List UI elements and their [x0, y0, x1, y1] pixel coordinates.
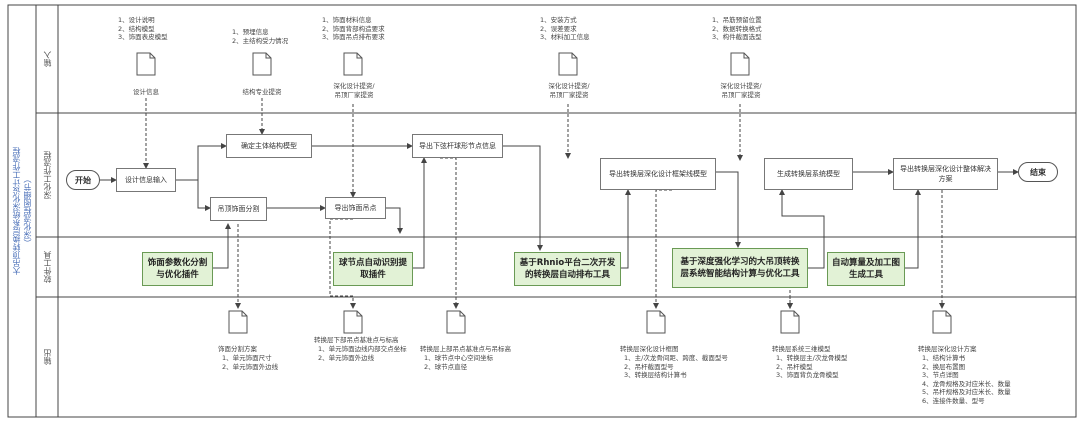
- document-icon: [343, 52, 363, 76]
- input-doc-1-caption: 设计信息: [133, 88, 159, 96]
- output-4-caption: 转换层深化设计框图: [620, 345, 679, 353]
- document-icon: [646, 310, 666, 334]
- input-doc-5-caption: 深化设计提资/ 吊顶厂家提资: [720, 82, 762, 99]
- output-4-items: 1、主/次龙骨间距、跨度、截面型号 2、吊杆截面型号 3、转换层结构计算书: [624, 354, 728, 379]
- output-1-caption: 饰面分割方案: [218, 345, 257, 353]
- input-doc-5-items: 1、吊筋预留位置 2、数据转换格式 3、构件截面选型: [712, 16, 762, 41]
- process-export-plan: 导出转换层深化设计整体解决方案: [893, 158, 998, 190]
- document-icon: [780, 310, 800, 334]
- process-export-nodes: 导出下弦杆球形节点信息: [412, 134, 503, 158]
- tool-drl-optimization-tool: 基于深度强化学习的大吊顶转换层系统智能结构计算与优化工具: [672, 248, 808, 288]
- document-icon: [136, 52, 156, 76]
- end-node: 结束: [1018, 162, 1058, 182]
- input-doc-4-items: 1、安装方式 2、误差要求 3、材料加工信息: [540, 16, 590, 41]
- document-icon: [558, 52, 578, 76]
- input-doc-4-caption: 深化设计提资/ 吊顶厂家提资: [548, 82, 590, 99]
- output-5-items: 1、转换层主/次龙骨模型 2、吊杆模型 3、饰面背负龙骨模型: [776, 354, 848, 379]
- input-doc-3-caption: 深化设计提资/ 吊顶厂家提资: [333, 82, 375, 99]
- document-icon: [343, 310, 363, 334]
- tool-surface-split-plugin: 饰面参数化分割与优化插件: [142, 252, 213, 286]
- output-6-caption: 转换层深化设计方案: [918, 345, 977, 353]
- input-doc-1-items: 1、设计说明 2、结构模型 3、饰面表皮模型: [118, 16, 168, 41]
- output-3-caption: 转换层上部吊点基准点与吊标高: [420, 345, 511, 353]
- document-icon: [446, 310, 466, 334]
- input-doc-3-items: 1、饰面材料信息 2、饰面背部构造要求 3、饰面吊点排布要求: [322, 16, 385, 41]
- tool-rhino-layout-tool: 基于Rhnio平台二次开发的转换层自动排布工具: [514, 252, 621, 286]
- output-2-items: 1、单元饰面边线内部交点坐标 2、单元饰面外边线: [318, 345, 407, 362]
- process-main-model: 确定主体结构模型: [226, 134, 312, 158]
- input-doc-2-caption: 结构专业提资: [242, 88, 282, 96]
- tool-node-extract-plugin: 球节点自动识别提取插件: [333, 252, 413, 286]
- output-1-items: 1、单元饰面尺寸 2、单元饰面外边线: [222, 354, 279, 371]
- document-icon: [228, 310, 248, 334]
- process-gen-model: 生成转换层系统模型: [764, 158, 853, 190]
- document-icon: [252, 52, 272, 76]
- start-node: 开始: [66, 170, 100, 190]
- document-icon: [730, 52, 750, 76]
- tool-quantity-drawing-tool: 自动算量及加工图生成工具: [827, 252, 905, 286]
- output-6-items: 1、结构计算书 2、换层布置图 3、节点详图 4、龙骨规格及对应米长、数量 5、…: [922, 354, 1011, 405]
- input-doc-2-items: 1、预埋信息 2、主结构受力情况: [232, 28, 289, 45]
- process-input-info: 设计信息输入: [116, 168, 176, 192]
- output-3-items: 1、球节点中心空间坐标 2、球节点直径: [424, 354, 494, 371]
- process-ceiling-split: 吊顶饰面分割: [210, 197, 267, 221]
- process-export-framework: 导出转换层深化设计框架线模型: [600, 158, 716, 190]
- output-2-caption: 转换层下部吊点基准点与标高: [314, 336, 399, 344]
- document-icon: [932, 310, 952, 334]
- process-export-points: 导出饰面吊点: [325, 197, 386, 219]
- output-5-caption: 转换层系统三维模型: [772, 345, 831, 353]
